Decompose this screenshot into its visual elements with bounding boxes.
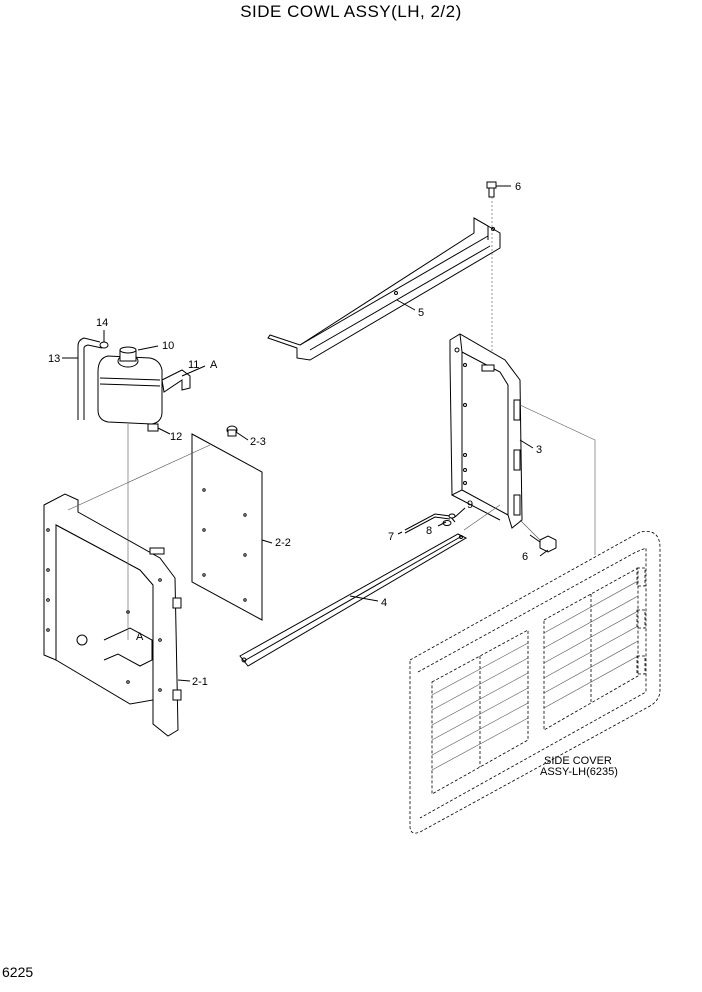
page-number: 6225 <box>2 964 34 980</box>
part-6-bolt-bottom <box>529 534 557 553</box>
callout-a-top: A <box>210 359 218 371</box>
callout-3: 3 <box>536 444 542 456</box>
callout-11: 11 <box>188 359 199 371</box>
callout-7: 7 <box>388 531 394 543</box>
part-2-1-left-frame <box>43 493 182 737</box>
part-2-2-panel <box>191 433 263 621</box>
part-13-hose <box>77 337 103 420</box>
side-cover-reference <box>409 530 661 834</box>
callout-2-3: 2-3 <box>250 436 266 448</box>
side-cover-note: SIDE COVER ASSY-LH(6235) <box>540 755 618 778</box>
part-7-rod <box>404 513 456 534</box>
callout-14: 14 <box>96 317 108 329</box>
callout-labels: 6 5 14 10 13 11 A 12 2-3 3 2-2 9 7 8 6 4… <box>48 181 542 688</box>
callout-6-bottom: 6 <box>522 551 528 563</box>
page-title: SIDE COWL ASSY(LH, 2/2) <box>240 2 462 21</box>
alignment-lines <box>67 404 596 640</box>
callout-9: 9 <box>467 499 473 511</box>
callout-5: 5 <box>418 307 424 319</box>
callout-2-2: 2-2 <box>275 537 291 549</box>
part-10-reservoir-tank <box>97 346 163 425</box>
part-14-clamp <box>99 341 109 349</box>
callout-10: 10 <box>162 340 174 352</box>
part-6-bolt-top <box>486 181 511 198</box>
callout-2-1: 2-1 <box>192 676 208 688</box>
part-3-right-frame <box>449 333 523 529</box>
leader-lines <box>62 299 549 682</box>
part-4-bottom-bar <box>239 533 468 667</box>
part-11-bracket <box>161 369 191 393</box>
callout-a-bottom: A <box>136 631 144 643</box>
part-9-washer <box>448 513 456 519</box>
side-cover-mesh <box>431 580 639 771</box>
side-cover-note-line1: SIDE COVER <box>544 755 612 767</box>
callout-12: 12 <box>170 431 182 443</box>
callout-8: 8 <box>426 525 432 537</box>
part-5-top-bracket <box>267 217 501 361</box>
part-2-3-clip <box>226 425 238 437</box>
callout-6-top: 6 <box>515 181 521 193</box>
side-cover-note-line2: ASSY-LH(6235) <box>540 766 618 778</box>
callout-13: 13 <box>48 353 60 365</box>
part-12-bolt <box>147 423 159 432</box>
callout-4: 4 <box>381 597 387 609</box>
